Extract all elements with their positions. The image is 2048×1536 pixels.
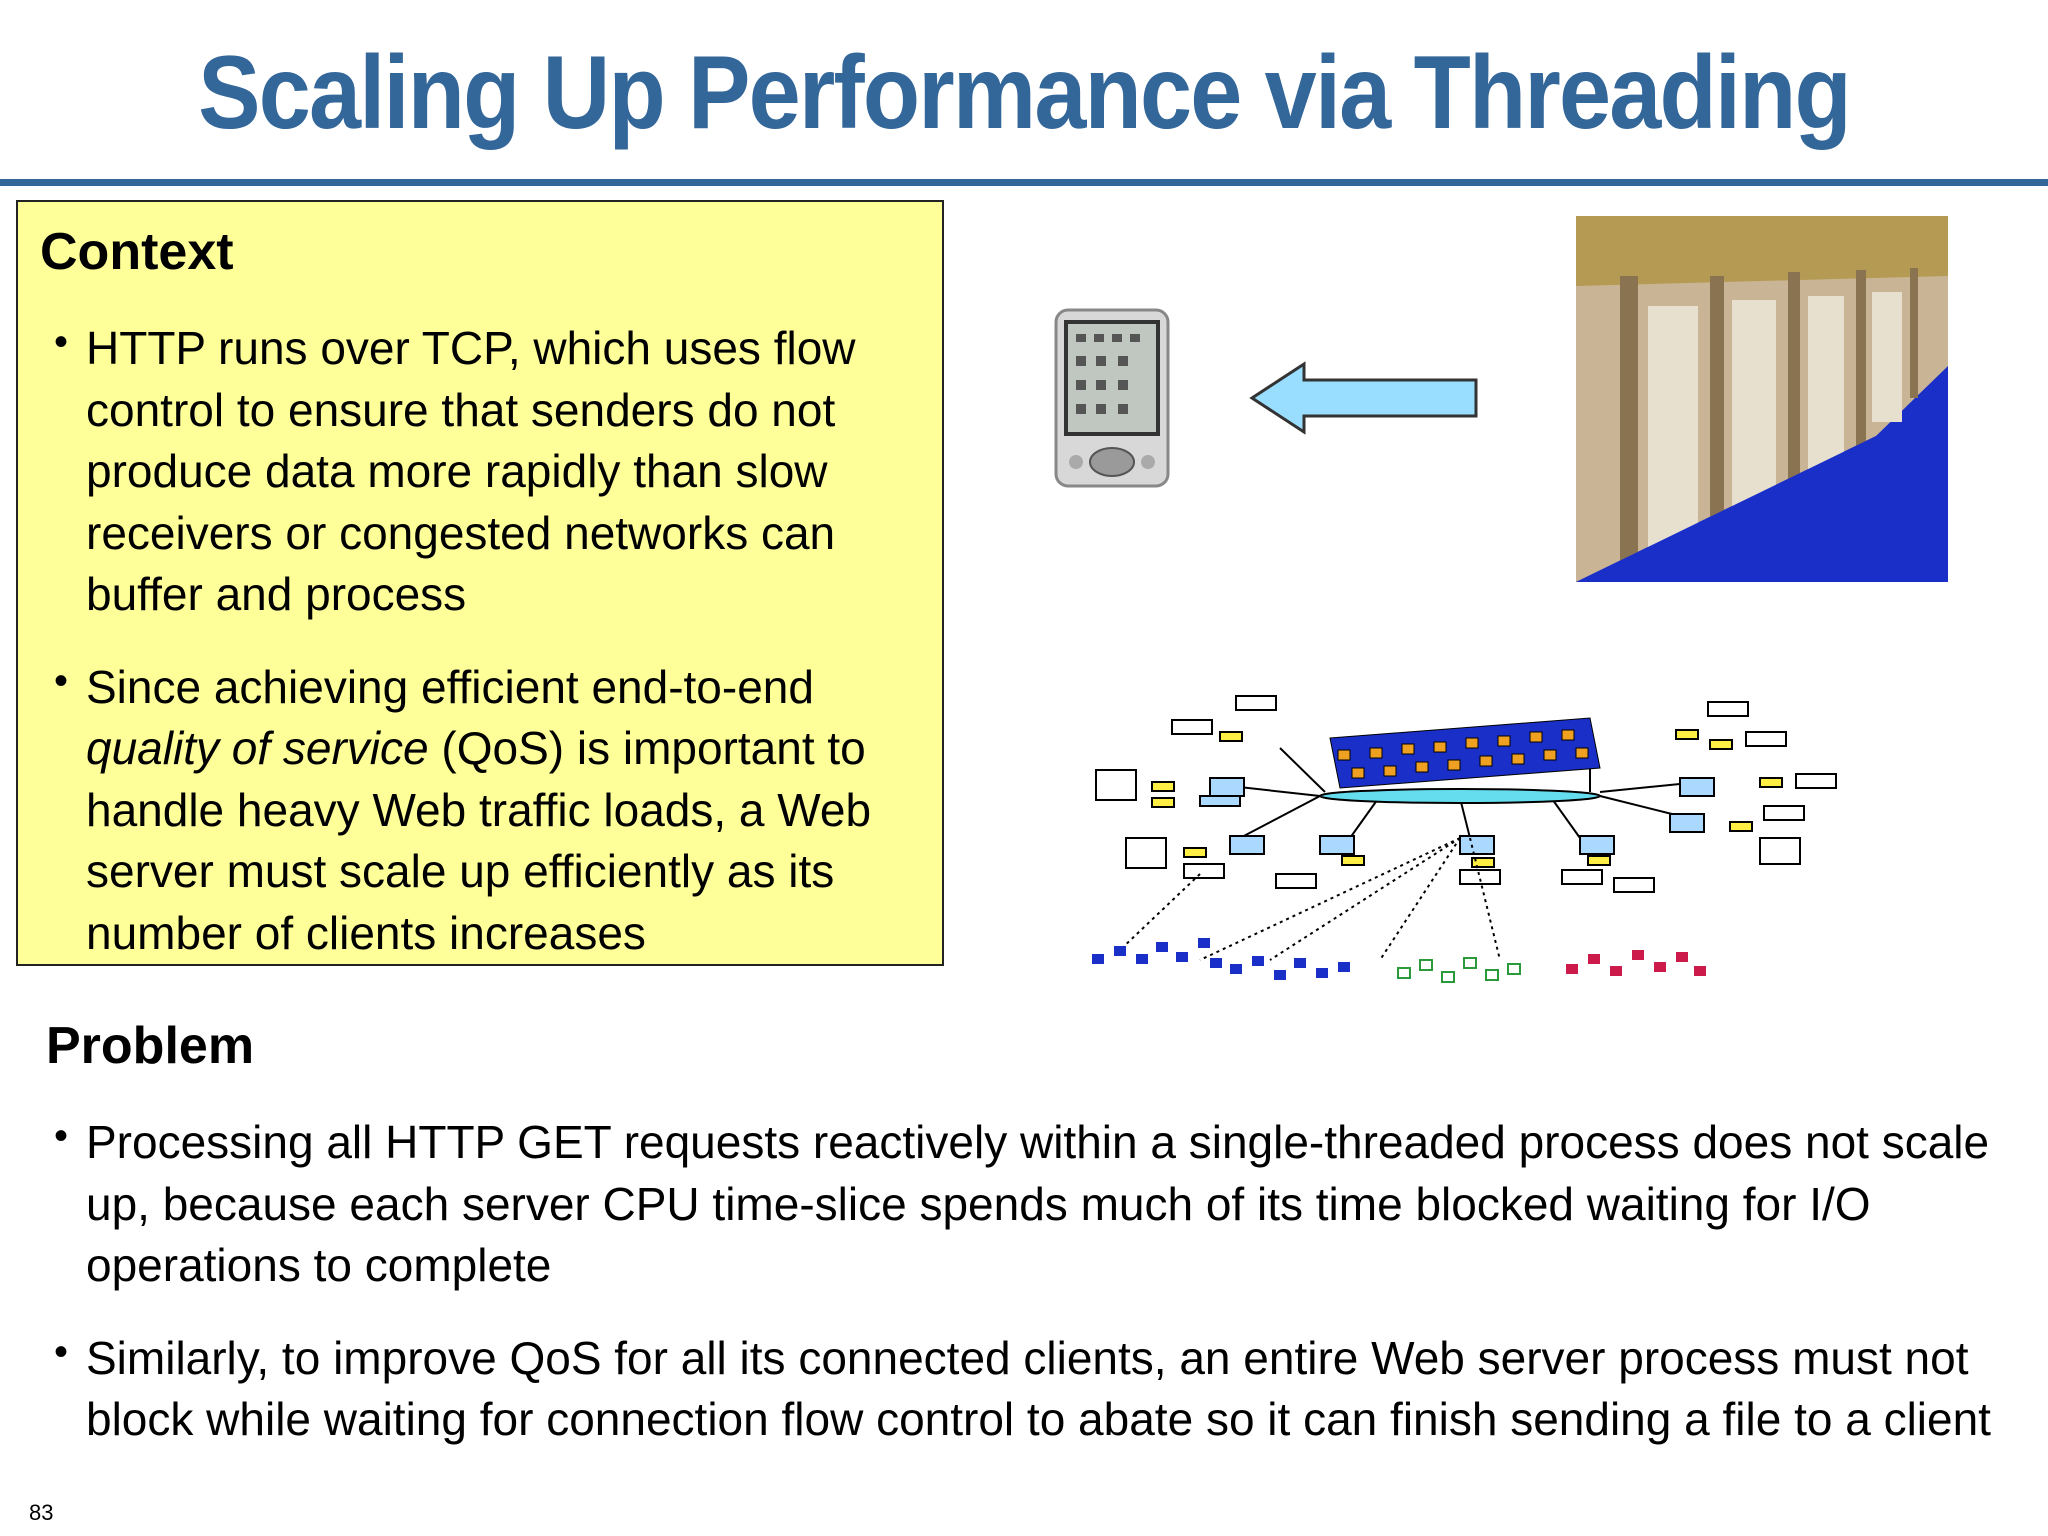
context-bullet-2-pre: Since achieving efficient end-to-end — [86, 660, 814, 713]
problem-bullet-2-text: Similarly, to improve QoS for all its co… — [86, 1331, 1991, 1446]
bullet-dot: • — [54, 320, 69, 364]
pda-device-icon — [1054, 308, 1170, 488]
context-heading: Context — [40, 223, 234, 281]
left-arrow-icon — [1249, 361, 1478, 435]
server-rack-photo — [1576, 216, 1948, 582]
context-box: Context • HTTP runs over TCP, which uses … — [16, 200, 944, 966]
context-bullet-1-text: HTTP runs over TCP, which uses flow cont… — [86, 322, 856, 620]
title-rule — [0, 179, 2048, 186]
bullet-dot: • — [54, 658, 69, 703]
slide-title: Scaling Up Performance via Threading — [198, 35, 1851, 151]
slide-number: 83 — [29, 1500, 54, 1525]
context-bullet-2-post: (QoS) is important to handle heavy Web t… — [86, 722, 872, 959]
problem-bullet-1-text: Processing all HTTP GET requests reactiv… — [86, 1116, 1990, 1291]
context-bullet-2: • Since achieving efficient end-to-end qu… — [40, 657, 930, 965]
network-cluster-diagram — [1092, 695, 1837, 983]
bullet-dot: • — [54, 1114, 69, 1158]
problem-bullet-1: • Processing all HTTP GET requests reacti… — [40, 1112, 2020, 1297]
problem-bullet-2: • Similarly, to improve QoS for all its c… — [40, 1328, 2020, 1451]
context-bullet-1: • HTTP runs over TCP, which uses flow con… — [40, 318, 930, 626]
context-bullet-2-emphasis: quality of service — [86, 722, 429, 774]
bullet-dot: • — [54, 1329, 69, 1374]
context-bullets: • HTTP runs over TCP, which uses flow con… — [40, 318, 930, 964]
problem-heading: Problem — [46, 1017, 255, 1075]
problem-bullets: • Processing all HTTP GET requests reacti… — [40, 1112, 2020, 1451]
